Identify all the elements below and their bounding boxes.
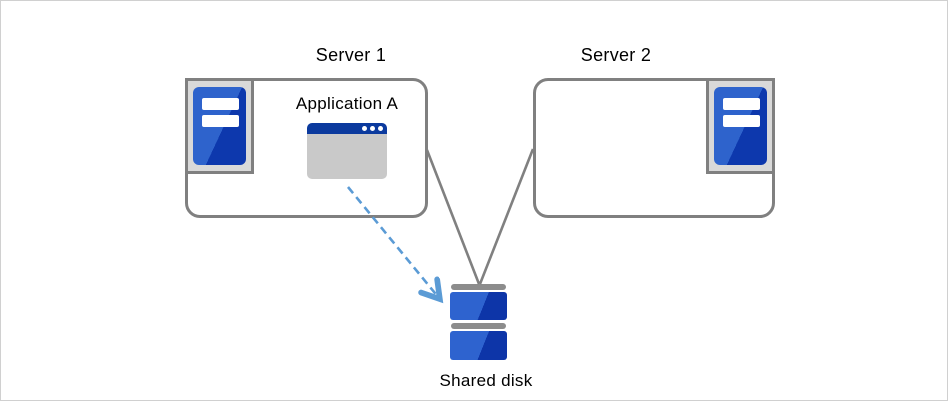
shared-disk-icon — [450, 284, 507, 360]
tower-slot — [723, 98, 760, 110]
server1-label: Server 1 — [315, 45, 387, 65]
disk-cap — [451, 323, 506, 329]
window-body — [307, 134, 387, 179]
tower-slot — [723, 115, 760, 127]
window-dot-icon — [370, 126, 375, 131]
window-dot-icon — [362, 126, 367, 131]
disk-platter — [450, 292, 507, 320]
shared-disk-label: Shared disk — [439, 371, 533, 390]
tower-slot — [202, 115, 239, 127]
server2-icon-plate — [706, 78, 775, 174]
window-titlebar — [307, 123, 387, 134]
window-buttons — [362, 126, 383, 131]
application-window-icon — [307, 123, 387, 179]
window-dot-icon — [378, 126, 383, 131]
server-tower-icon — [714, 87, 767, 165]
disk-platter — [450, 331, 507, 360]
server-tower-icon — [193, 87, 246, 165]
disk-cap — [451, 284, 506, 290]
server1-disk-line — [425, 149, 481, 285]
tower-slot — [202, 98, 239, 110]
server1-icon-plate — [185, 78, 254, 174]
server2-disk-line — [478, 148, 535, 285]
server2-label: Server 2 — [580, 45, 652, 65]
application-label: Application A — [295, 94, 399, 113]
